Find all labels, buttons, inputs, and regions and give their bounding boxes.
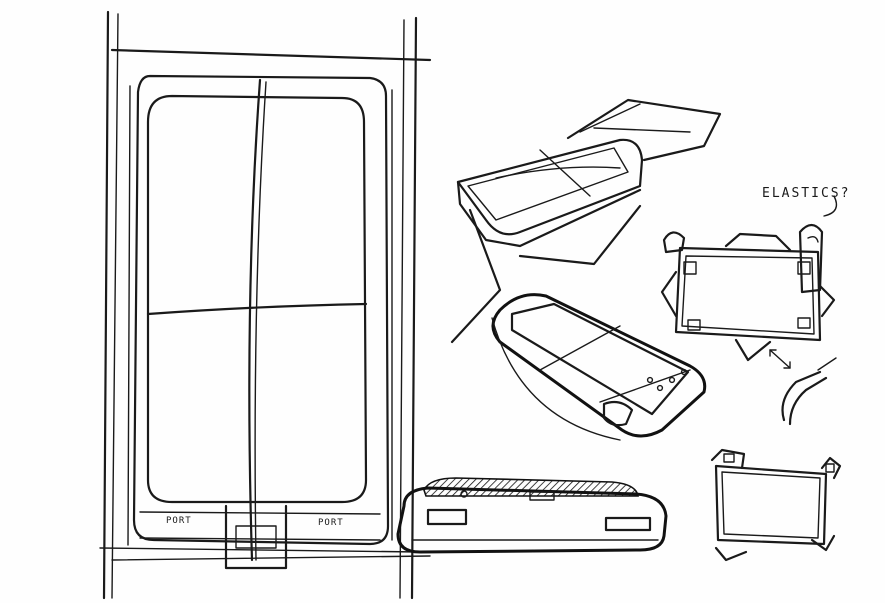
- side-view-hatched-top: [423, 477, 639, 497]
- strap-bottom-view-drawing: [710, 448, 842, 562]
- open-flip-view-drawing: [450, 98, 722, 344]
- front-view-drawing: [99, 10, 432, 600]
- port-left-annotation: PORT: [166, 516, 192, 526]
- side-view-drawing: [396, 477, 668, 554]
- strap-flat-view-drawing: [660, 195, 838, 426]
- port-right-annotation: PORT: [318, 518, 344, 528]
- elastics-annotation: ELASTICS?: [762, 186, 851, 201]
- angled-case-view-drawing: [491, 293, 707, 441]
